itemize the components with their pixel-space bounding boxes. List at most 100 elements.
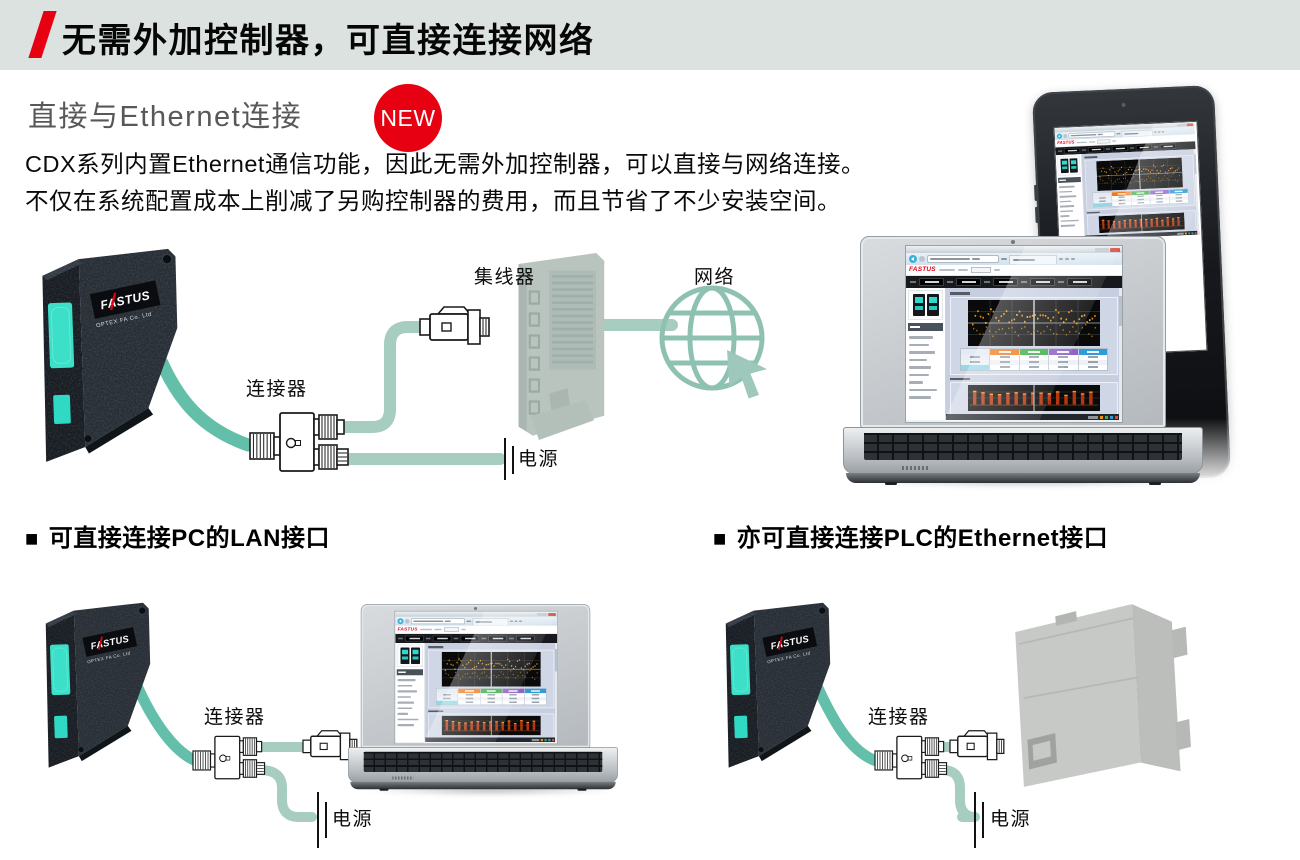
page-header-band: 无需外加控制器，可直接连接网络 (0, 0, 1300, 70)
power-break-icon (317, 792, 327, 848)
waveform-chart (441, 651, 541, 687)
close-icon (548, 612, 556, 616)
cursor-icon (727, 350, 768, 399)
laptop: FASTUS (348, 604, 618, 791)
laptop-front-edge (350, 781, 616, 790)
browser-forward-icon (919, 256, 925, 262)
y-connector (874, 735, 948, 780)
browser-tab (472, 617, 509, 625)
speaker-grill-icon (902, 466, 930, 470)
waveform-panel (1084, 154, 1196, 210)
software-screen: FASTUS (1054, 121, 1200, 241)
device-select (443, 627, 459, 632)
pulse-panel (950, 382, 1118, 415)
connector-label: 连接器 (204, 707, 266, 728)
pulse-panel (1086, 210, 1197, 237)
device-select (1097, 139, 1111, 144)
brand-logo: FASTUS (397, 626, 418, 632)
power-break-icon (504, 438, 514, 480)
tablet-volume-button (1034, 184, 1038, 201)
app-nav-button (460, 635, 480, 642)
browser-back-icon (1056, 133, 1063, 139)
app-nav-button (1087, 146, 1105, 153)
laser-sensor: FASTUS OPTEX FA Co. Ltd (42, 248, 178, 462)
brand-logo: FASTUS (1057, 139, 1075, 146)
main-connection-diagram: FASTUS OPTEX FA Co. Ltd (42, 248, 768, 480)
network-globe-icon (659, 285, 765, 391)
connector-label: 连接器 (246, 379, 308, 400)
software-screen: FASTUS (395, 611, 558, 742)
status-bar (425, 737, 558, 742)
laptop-front-edge (846, 473, 1200, 483)
brand-plate: FASTUS (82, 627, 138, 657)
power-label: 电源 (332, 809, 374, 830)
app-nav-button (405, 635, 424, 642)
window-titlebar (906, 246, 1122, 253)
sensor-window (734, 715, 748, 739)
pulse-chart (441, 715, 541, 736)
cable (812, 682, 882, 767)
app-sidebar (395, 643, 426, 742)
sensor-window (49, 644, 71, 696)
app-nav-bar (906, 276, 1122, 288)
tablet-power-button (1034, 206, 1039, 223)
app-logo-bar: FASTUS (906, 265, 1122, 276)
red-slash-icon (28, 11, 57, 58)
cable (338, 321, 426, 433)
browser-back-icon (909, 255, 917, 263)
scrollbar (555, 643, 558, 742)
app-logo-bar: FASTUS (395, 625, 558, 634)
app-main-area (425, 643, 558, 742)
waveform-chart (968, 299, 1100, 346)
new-badge: NEW (374, 84, 442, 152)
browser-tab (1009, 254, 1057, 264)
subsection-title: 直接与Ethernet连接 (28, 101, 303, 133)
measurement-table (960, 347, 1108, 371)
app-nav-button (1063, 147, 1081, 154)
cable (132, 682, 202, 767)
cable (255, 765, 317, 822)
y-connector (192, 735, 266, 780)
measurement-table (1092, 188, 1189, 208)
laptop-base (348, 747, 618, 783)
keyboard (363, 751, 603, 772)
webcam-icon (1011, 240, 1015, 244)
app-nav-button (993, 278, 1018, 286)
section-heading-pc: ■可直接连接PC的LAN接口 (25, 525, 330, 552)
brand-logo: FASTUS (909, 265, 936, 273)
window-titlebar (395, 611, 558, 617)
app-sidebar (906, 288, 946, 420)
sensor-window (54, 715, 68, 739)
intro-text-line2: 不仅在系统配置成本上削减了另购控制器的费用，而且节省了不少安装空间。 (25, 188, 841, 214)
waveform-chart (1096, 157, 1183, 191)
app-main-area (1081, 149, 1200, 240)
sensor-window (53, 394, 71, 424)
app-nav-button (956, 278, 981, 286)
app-nav-button (1159, 143, 1177, 150)
sensor-thumbnail (1057, 155, 1081, 176)
cable (937, 765, 980, 822)
webcam-icon (474, 607, 477, 610)
app-sidebar (1055, 154, 1086, 241)
network-label: 网络 (694, 267, 736, 288)
square-bullet-icon: ■ (25, 526, 39, 551)
plc-unit (1015, 604, 1191, 787)
browser-back-icon (397, 618, 404, 625)
y-connector (249, 412, 349, 472)
square-bullet-icon: ■ (713, 526, 727, 551)
measurement-table (435, 687, 547, 705)
laptop-lid: FASTUS (360, 604, 591, 748)
close-icon (1110, 247, 1120, 252)
sensor-window (47, 302, 75, 369)
intro-text: CDX系列内置Ethernet通信功能，因此无需外加控制器，可以直接与网络连接。… (25, 146, 865, 220)
app-nav-button (432, 635, 452, 642)
app-main-area (946, 288, 1122, 420)
waveform-panel (428, 649, 555, 708)
keyboard (864, 433, 1182, 460)
tablet-camera-icon (1121, 102, 1126, 108)
power-break-icon (974, 792, 984, 848)
app-nav-bar (395, 634, 558, 643)
tablet: FASTUS (1032, 85, 1231, 485)
close-icon (1186, 122, 1194, 126)
laser-sensor: FASTUS OPTEX FA Co. Ltd (45, 602, 151, 768)
